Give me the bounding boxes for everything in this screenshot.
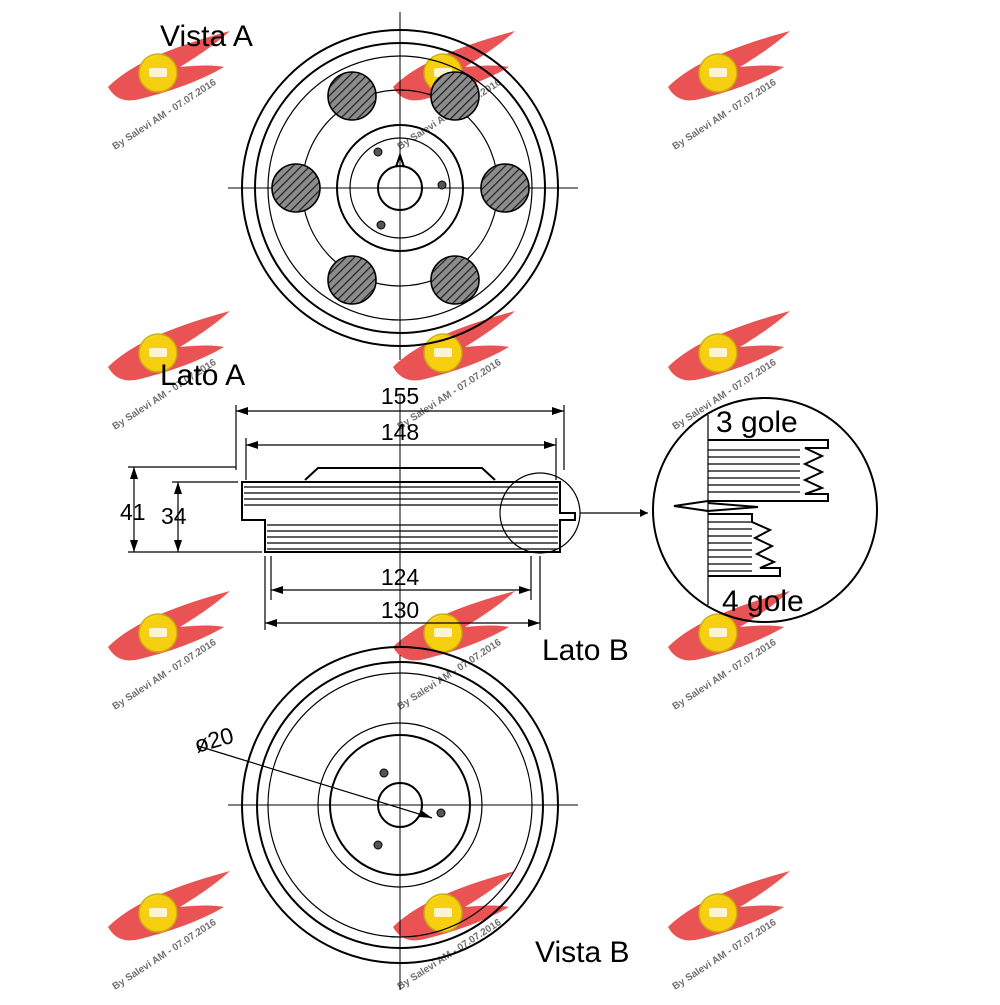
label-vista-b: Vista B: [535, 936, 630, 969]
dim-34: 34: [161, 503, 187, 529]
dim-130: 130: [381, 597, 419, 623]
label-vista-a: Vista A: [160, 20, 253, 53]
dim-41: 41: [120, 499, 146, 525]
label-lato-a: Lato A: [160, 359, 245, 392]
label-4-gole: 4 gole: [722, 585, 804, 618]
hatched-pocket: [430, 71, 480, 121]
hatched-pocket: [271, 163, 321, 213]
dim-124: 124: [381, 564, 420, 590]
groove-detail-view: [652, 397, 878, 623]
watermark: By Salevi AM - 07.07.2016: [392, 310, 516, 433]
label-lato-b: Lato B: [542, 634, 629, 667]
side-view: [241, 395, 648, 648]
label-3-gole: 3 gole: [716, 406, 798, 439]
dim-155: 155: [381, 383, 419, 409]
hatched-pocket: [480, 163, 530, 213]
watermark-layer: By Salevi AM - 07.07.2016 By Salevi AM - …: [107, 30, 791, 993]
dimensions: [128, 405, 565, 630]
dim-bore-diameter: ø20: [191, 722, 236, 758]
watermark: By Salevi AM - 07.07.2016: [107, 590, 231, 713]
watermark: By Salevi AM - 07.07.2016: [667, 30, 791, 153]
vista-b-view: [197, 646, 578, 990]
hatched-pocket: [430, 255, 480, 305]
hatched-pocket: [327, 71, 377, 121]
watermark: By Salevi AM - 07.07.2016: [107, 870, 231, 993]
dim-148: 148: [381, 419, 419, 445]
watermark: By Salevi AM - 07.07.2016: [392, 870, 516, 993]
hatched-pocket: [327, 255, 377, 305]
vista-a-view: [228, 12, 578, 360]
watermark: By Salevi AM - 07.07.2016: [667, 870, 791, 993]
